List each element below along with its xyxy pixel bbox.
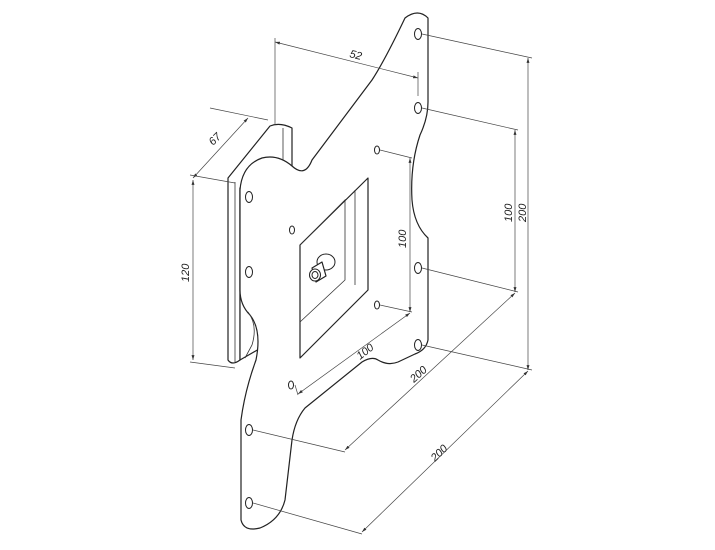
dim-label-52: 52: [348, 48, 363, 63]
dimension-lines: [189, 33, 533, 535]
dim-label-67: 67: [207, 130, 225, 148]
dim-label-200-outer: 200: [428, 442, 451, 465]
dim-label-100-right: 100: [503, 203, 515, 222]
stud-icon: [309, 253, 336, 283]
dim-label-200-right: 200: [517, 203, 529, 223]
dim-label-100-inner-vertical: 100: [397, 229, 409, 248]
dim-label-200-middle: 200: [407, 363, 430, 385]
dim-label-120: 120: [180, 263, 192, 282]
